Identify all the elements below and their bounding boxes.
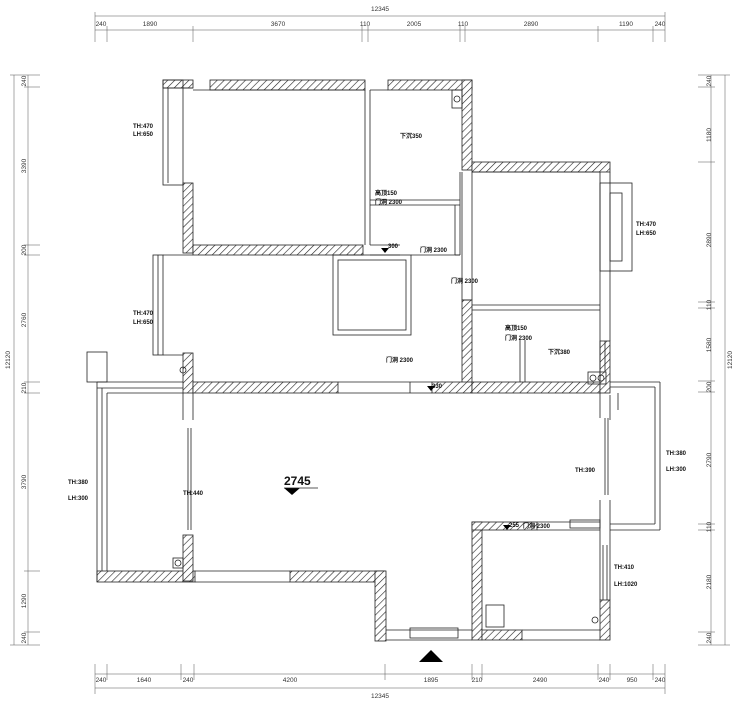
right-dim-5: 1580 — [706, 337, 713, 352]
bottom-dim-5: 1895 — [424, 677, 439, 684]
left-dim-5: 210 — [21, 382, 28, 393]
top-dimension-line: 12345 240 1890 3670 110 2005 110 2890 11… — [94, 6, 666, 42]
left-dim-7: 1290 — [21, 593, 28, 608]
outlines — [86, 79, 661, 641]
note-th410: TH:410 — [614, 565, 635, 571]
bottom-dim-2: 1640 — [137, 677, 152, 684]
note-mark300: 300 — [388, 244, 399, 250]
top-dim-8: 1190 — [619, 21, 633, 28]
note-lh650-c: LH:650 — [636, 231, 657, 237]
left-dimension-line: 12120 240 3390 200 2760 210 3790 1290 24… — [5, 74, 40, 646]
note-th470-b: TH:470 — [133, 311, 154, 317]
right-dimension-line: 12120 240 1180 2890 110 1580 200 2790 11… — [698, 74, 734, 646]
top-dim-2: 1890 — [143, 21, 158, 28]
bottom-dim-7: 2490 — [533, 677, 548, 684]
right-dim-10: 240 — [706, 632, 713, 643]
right-total-dim: 12120 — [727, 351, 734, 369]
note-th390: TH:390 — [575, 468, 596, 474]
top-total-dim: 12345 — [371, 6, 389, 13]
annotations: TH:470 LH:650 TH:470 LH:650 TH:470 LH:65… — [68, 124, 687, 588]
bottom-dim-4: 4200 — [283, 677, 298, 684]
left-total-dim: 12120 — [5, 351, 12, 369]
top-dim-1: 240 — [96, 21, 107, 28]
note-sink380: 下沉380 — [548, 348, 571, 356]
marker-255-icon — [503, 525, 511, 530]
note-lh650-b: LH:650 — [133, 320, 154, 326]
note-lh1020: LH:1020 — [614, 582, 638, 588]
right-dim-4: 110 — [706, 299, 713, 310]
right-dim-9: 2180 — [706, 574, 713, 589]
bottom-dim-9: 950 — [627, 677, 638, 684]
note-mark255: 255 — [509, 523, 520, 529]
right-dim-6: 200 — [706, 381, 713, 392]
note-door2300-b: 门洞 2300 — [505, 334, 533, 342]
right-dim-8: 110 — [706, 521, 713, 532]
left-dim-4: 2760 — [21, 312, 28, 327]
note-th380-left: TH:380 — [68, 480, 89, 486]
bottom-dim-10: 240 — [655, 677, 666, 684]
top-dim-7: 2890 — [524, 21, 539, 28]
bottom-dimension-line: 240 1640 240 4200 1895 210 2490 240 950 … — [94, 664, 666, 700]
note-door2300-e: 门洞 2300 — [386, 356, 414, 364]
note-lh300-right: LH:300 — [666, 467, 687, 473]
elevation-label: 2745 — [284, 474, 311, 488]
note-lh300-left: LH:300 — [68, 496, 89, 502]
right-dim-2: 1180 — [706, 128, 713, 142]
left-dim-3: 200 — [21, 244, 28, 255]
right-dim-1: 240 — [706, 75, 713, 86]
left-dim-6: 3790 — [21, 474, 28, 489]
walls — [96, 79, 611, 642]
note-mark330: 330 — [432, 384, 443, 390]
note-door2300-a: 门洞 2300 — [375, 198, 403, 206]
marker-300-icon — [381, 248, 389, 253]
bottom-total-dim: 12345 — [371, 693, 389, 700]
top-dim-9: 240 — [655, 21, 666, 28]
right-dim-3: 2890 — [706, 232, 713, 247]
left-dim-2: 3390 — [21, 158, 28, 173]
note-sink350: 下沉350 — [400, 132, 423, 140]
right-dim-7: 2790 — [706, 452, 713, 467]
note-lh650-a: LH:650 — [133, 132, 154, 138]
note-th440: TH:440 — [183, 491, 204, 497]
entrance-arrow-icon — [419, 650, 443, 662]
note-ceiling150-b: 高顶150 — [505, 324, 528, 332]
marker-330-icon — [427, 386, 435, 391]
note-ceiling150-a: 高顶150 — [375, 189, 398, 197]
top-dim-4: 110 — [360, 21, 371, 28]
bottom-dim-6: 210 — [472, 677, 483, 684]
bottom-dim-8: 240 — [599, 677, 610, 684]
bottom-dim-3: 240 — [183, 677, 194, 684]
note-th470-c: TH:470 — [636, 222, 657, 228]
elevation-marker-icon — [284, 488, 300, 495]
left-dim-8: 240 — [21, 632, 28, 643]
top-dim-6: 110 — [458, 21, 469, 28]
note-th380-right: TH:380 — [666, 451, 687, 457]
left-dim-1: 240 — [21, 75, 28, 86]
top-dim-3: 3670 — [271, 21, 286, 28]
top-dim-5: 2005 — [407, 21, 422, 28]
note-th470-a: TH:470 — [133, 124, 154, 130]
note-door2300-d: 门洞 2300 — [451, 277, 479, 285]
bottom-dim-1: 240 — [96, 677, 107, 684]
note-door2300-f: 门洞 2300 — [523, 522, 551, 530]
note-door2300-c: 门洞 2300 — [420, 246, 448, 254]
